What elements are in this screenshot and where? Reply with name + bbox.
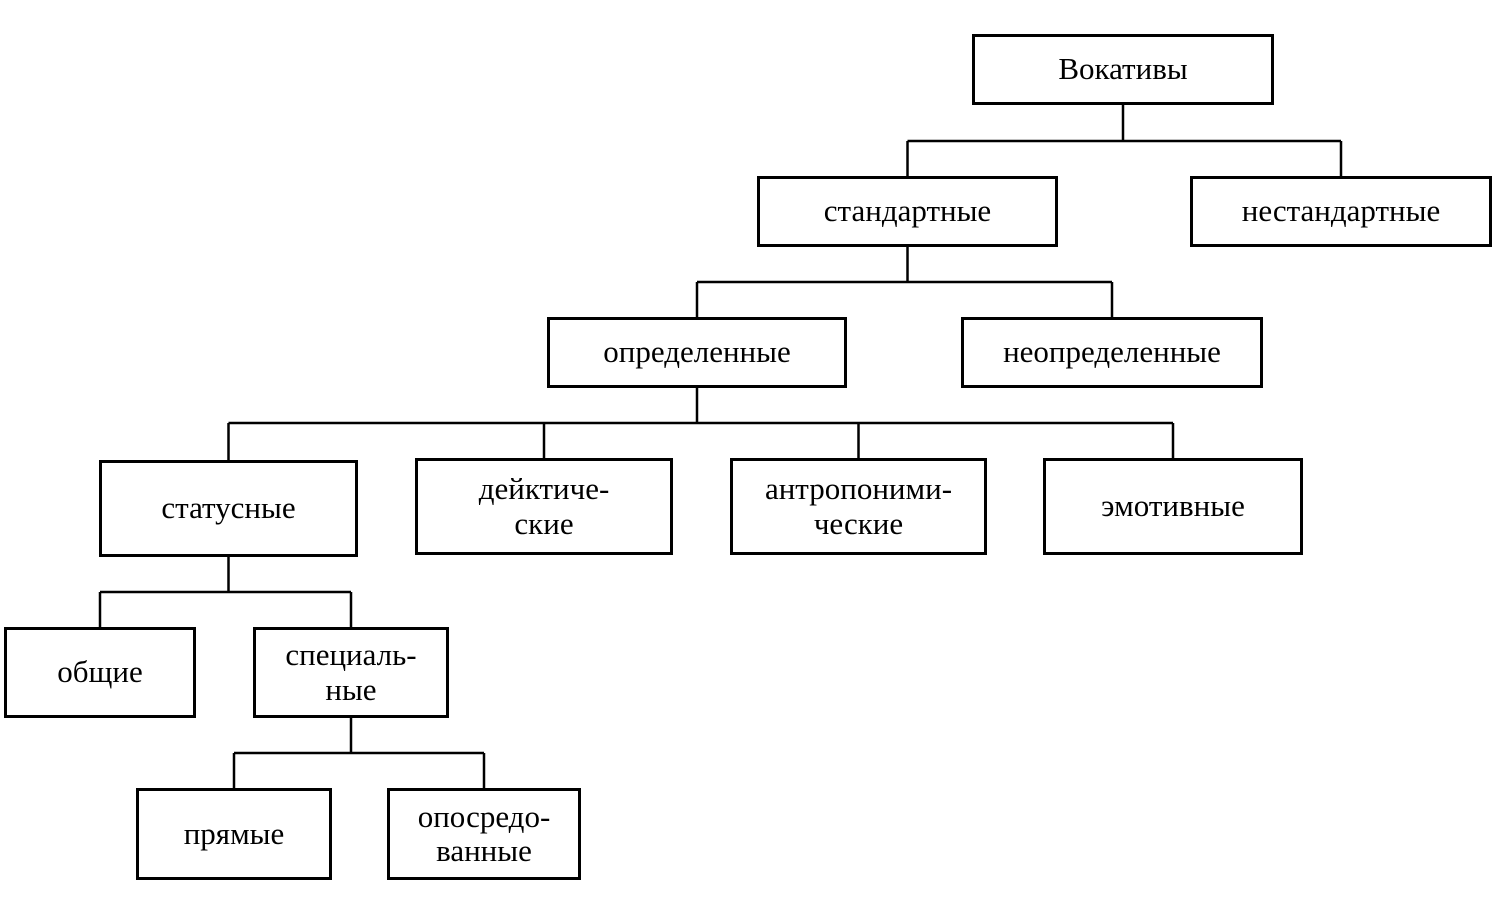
node-specialnye: специаль- ные — [253, 627, 449, 718]
node-label: эмотивные — [1101, 488, 1245, 524]
node-deikticheskie: дейктиче- ские — [415, 458, 673, 555]
node-obshchie: общие — [4, 627, 196, 718]
node-label: антропоними- ческие — [764, 471, 953, 541]
node-label: общие — [57, 654, 143, 690]
node-label: статусные — [161, 490, 296, 526]
node-label: опосредо- ванные — [417, 798, 551, 868]
node-nestandartnye: нестандартные — [1190, 176, 1492, 247]
node-vokativy: Вокативы — [972, 34, 1274, 105]
node-opredelennye: определенные — [547, 317, 847, 388]
node-label: неопределенные — [1003, 334, 1221, 370]
node-antroponimicheskie: антропоними- ческие — [730, 458, 987, 555]
node-pryamye: прямые — [136, 788, 332, 880]
node-label: дейктиче- ские — [478, 471, 610, 541]
node-statusnye: статусные — [99, 460, 358, 557]
node-label: специаль- ные — [285, 637, 417, 707]
node-neopredelennye: неопределенные — [961, 317, 1263, 388]
node-label: нестандартные — [1241, 193, 1441, 229]
node-emotivnye: эмотивные — [1043, 458, 1303, 555]
node-oposredovannye: опосредо- ванные — [387, 788, 581, 880]
node-label: стандартные — [823, 193, 992, 229]
node-standartnye: стандартные — [757, 176, 1058, 247]
node-label: Вокативы — [1058, 51, 1188, 87]
node-label: прямые — [183, 815, 285, 851]
node-label: определенные — [603, 334, 791, 370]
